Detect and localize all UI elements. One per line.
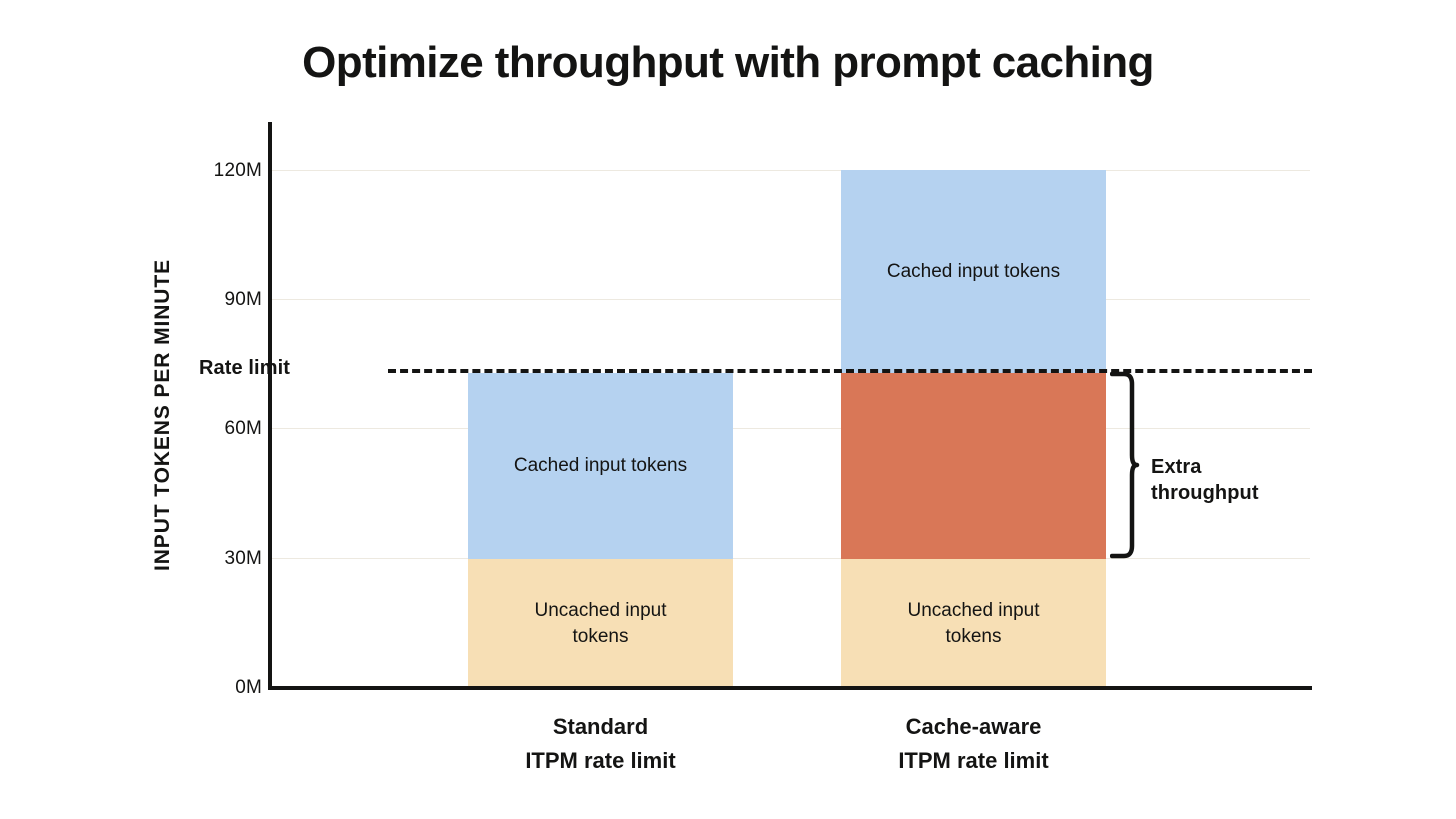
y-axis-line: [268, 122, 272, 690]
x-category-label-cacheaware-line2: ITPM rate limit: [898, 748, 1049, 773]
gridline-90m: [271, 299, 1310, 300]
extra-throughput-bracket-icon: [1110, 371, 1140, 559]
extra-throughput-label: Extra throughput: [1151, 454, 1259, 506]
chart-title: Optimize throughput with prompt caching: [302, 38, 1154, 87]
x-category-label-standard-line1: Standard: [552, 714, 649, 739]
bar-cacheaware-cached-segment: Cached input tokens: [841, 170, 1106, 373]
rate-limit-line: [388, 369, 1312, 373]
y-tick-label-30m: 30M: [224, 548, 262, 569]
gridline-30m: [271, 558, 1310, 559]
gridline-60m: [271, 428, 1310, 429]
bar-standard-uncached-segment: Uncached input tokens: [468, 559, 733, 688]
rate-limit-label: Rate limit: [198, 357, 290, 379]
y-tick-label-0m: 0M: [235, 677, 262, 698]
y-tick-label-120m: 120M: [213, 160, 262, 181]
extra-throughput-label-line1: Extra: [1151, 456, 1202, 478]
y-axis-title-text: INPUT TOKENS PER MINUTE: [151, 258, 175, 572]
x-category-label-standard: Standard ITPM rate limit: [468, 710, 733, 778]
bar-standard-uncached-label-line2: tokens: [572, 626, 629, 647]
bar-cacheaware-uncached-segment: Uncached input tokens: [841, 559, 1106, 688]
y-tick-label-60m: 60M: [224, 418, 262, 439]
x-axis-line: [268, 686, 1312, 690]
bar-cacheaware-uncached-label-line2: tokens: [945, 626, 1002, 647]
bar-cacheaware-uncached-label-line1: Uncached input: [907, 600, 1040, 621]
plot-area: Cached input tokens Uncached input token…: [271, 122, 1310, 688]
x-category-label-standard-line2: ITPM rate limit: [525, 748, 676, 773]
bar-standard-uncached-label-line1: Uncached input: [534, 600, 667, 621]
extra-throughput-label-line2: throughput: [1151, 482, 1259, 504]
bar-standard-cached-segment: Cached input tokens: [468, 373, 733, 559]
bar-cacheaware-cached-label: Cached input tokens: [886, 261, 1061, 282]
x-category-label-cacheaware: Cache-aware ITPM rate limit: [841, 710, 1106, 778]
bar-cacheaware-extra-segment: [841, 373, 1106, 559]
y-tick-label-90m: 90M: [224, 289, 262, 310]
y-axis-title: INPUT TOKENS PER MINUTE: [145, 170, 181, 660]
x-category-label-cacheaware-line1: Cache-aware: [905, 714, 1042, 739]
bar-standard-cached-label: Cached input tokens: [513, 455, 688, 476]
gridline-120m: [271, 170, 1310, 171]
